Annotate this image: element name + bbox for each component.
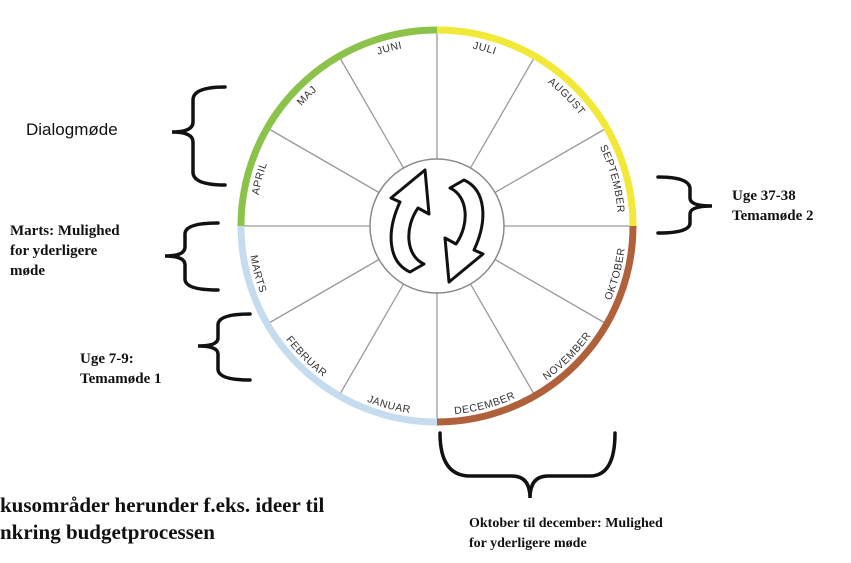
uge3738-note-line1: Uge 37-38: [732, 188, 796, 204]
wheel-spokes: [241, 30, 633, 422]
wheel-spoke: [338, 55, 405, 169]
month-label: JULI: [472, 40, 498, 58]
marts-note-line3: møde: [10, 263, 45, 279]
wheel-spoke: [469, 55, 536, 169]
brace-uge79: [197, 312, 252, 382]
bottom-text-line1: kusområder herunder f.eks. ideer til: [0, 493, 325, 517]
spring-arc: [237, 26, 438, 227]
uge79-note: Uge 7-9: Temamøde 1: [80, 349, 162, 389]
summer-arc: [436, 26, 637, 227]
wheel-spoke: [266, 258, 380, 325]
uge3738-note-line2: Temamøde 2: [732, 208, 814, 224]
oktdec-note: Oktober til december: Mulighed for yderl…: [469, 514, 663, 554]
winter-arc: [237, 225, 438, 426]
brace-marts: [164, 221, 220, 292]
brace-oktdec: [438, 431, 617, 499]
cycle-arrow-icon: [389, 168, 485, 284]
wheel-spoke: [494, 258, 608, 325]
autumn-arc: [436, 225, 637, 426]
bottom-text: kusområder herunder f.eks. ideer til nkr…: [0, 492, 324, 546]
uge3738-note: Uge 37-38 Temamøde 2: [732, 186, 814, 226]
wheel-spoke: [469, 283, 536, 397]
marts-note-line1: Marts: Mulighed: [10, 223, 120, 239]
inner-hub: [369, 158, 505, 294]
oktdec-note-line1: Oktober til december: Mulighed: [469, 516, 663, 531]
marts-note: Marts: Mulighed for yderligere møde: [10, 221, 120, 281]
season-arcs: [237, 26, 637, 426]
dialogmode-label: Dialogmøde: [26, 120, 118, 139]
wheel-spoke: [338, 283, 405, 397]
wheel-spoke: [494, 127, 608, 194]
bottom-text-line2: nkring budgetprocessen: [0, 520, 215, 544]
uge79-note-line2: Temamøde 1: [80, 371, 162, 387]
uge79-note-line1: Uge 7-9:: [80, 351, 134, 367]
wheel-spoke: [266, 127, 380, 194]
oktdec-note-line2: for yderligere møde: [469, 536, 587, 551]
brace-uge3738: [656, 175, 713, 235]
brace-dialogmode: [171, 85, 227, 187]
marts-note-line2: for yderligere: [10, 243, 98, 259]
